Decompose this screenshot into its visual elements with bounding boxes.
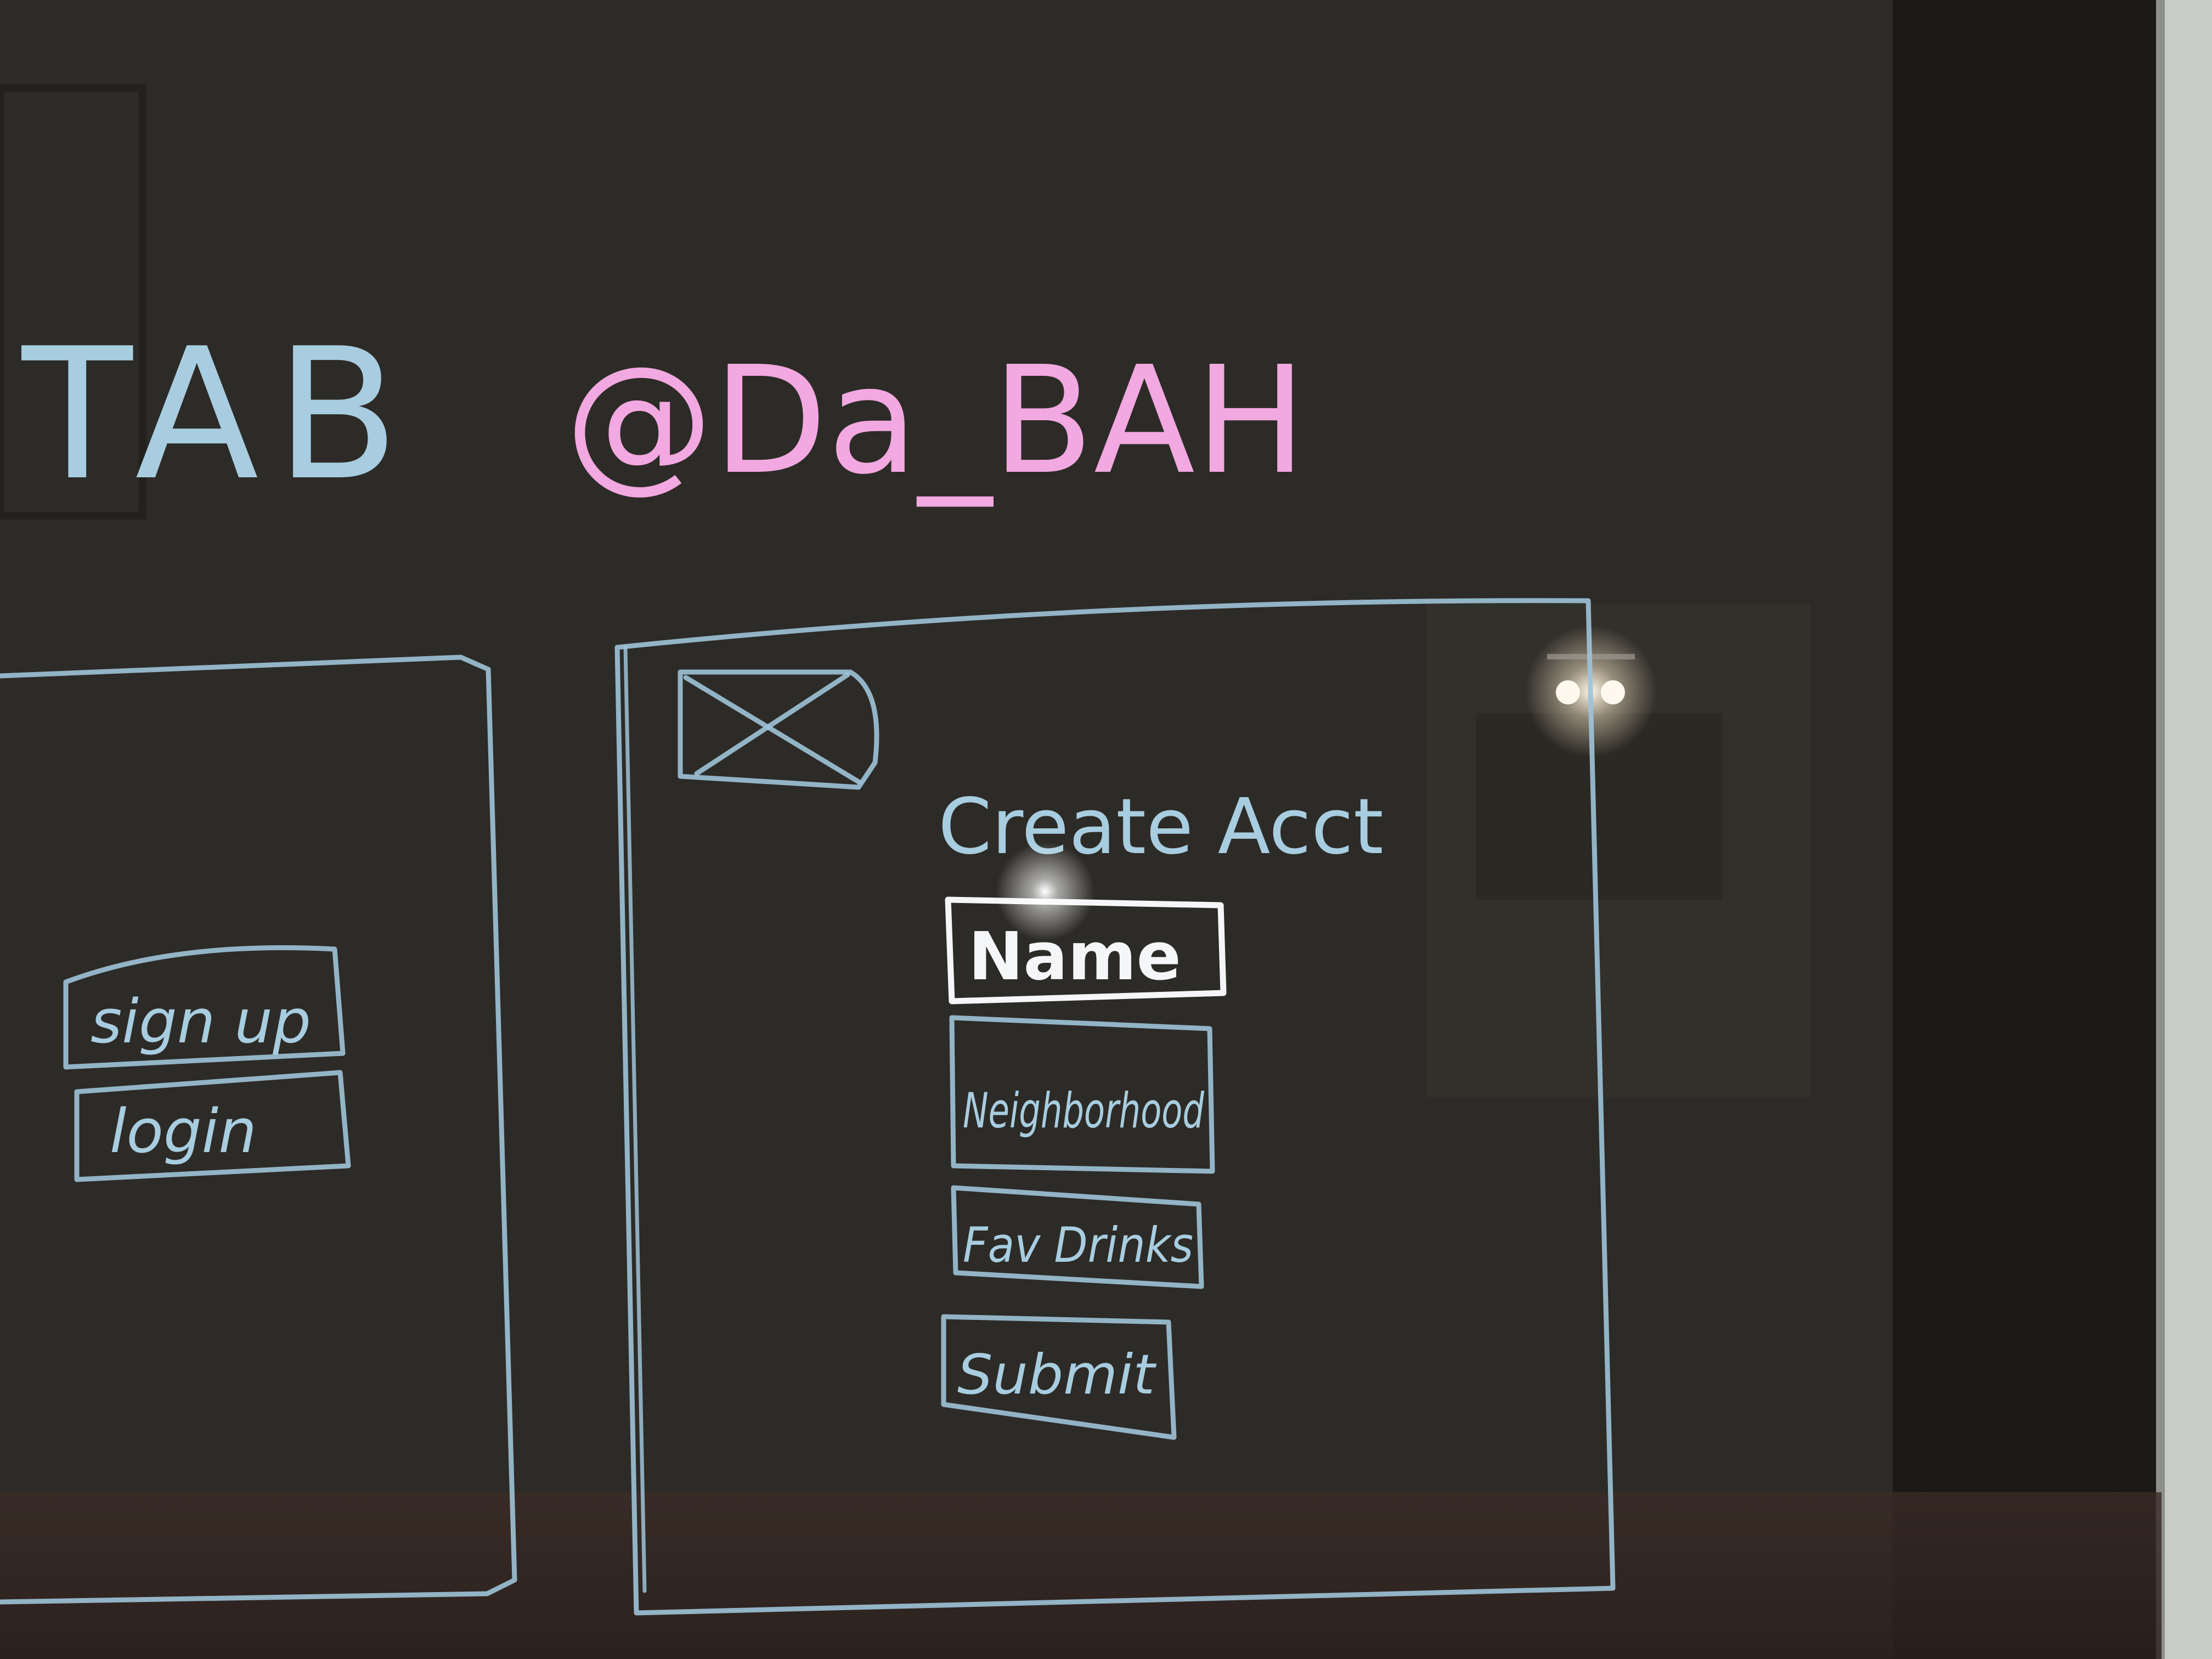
neighborhood-field-label: Neighborhood — [963, 1082, 1205, 1139]
name-field-label: Name — [968, 919, 1181, 995]
create-account-screen-frame — [614, 598, 1616, 1616]
create-account-title: Create Acct — [938, 782, 1384, 872]
lamp-bulb-right — [1601, 680, 1625, 704]
neighborhood-field[interactable]: Neighborhood — [949, 1015, 1215, 1174]
login-button[interactable]: login — [74, 1070, 351, 1182]
window-frame-shadow — [2156, 0, 2165, 1659]
lamp-bulb-left — [1556, 680, 1580, 704]
window-frame-edge — [2156, 0, 2212, 1659]
reflected-floor — [0, 1492, 2162, 1659]
window-mullion — [0, 84, 146, 520]
light-glare — [996, 842, 1094, 941]
image-placeholder-icon — [678, 669, 879, 790]
name-field[interactable]: Name — [945, 896, 1227, 1005]
fav-drinks-field-label: Fav Drinks — [963, 1217, 1193, 1273]
handle-text: @Da_BAH — [565, 334, 1306, 509]
login-button-label: login — [110, 1096, 257, 1166]
submit-button-label: Submit — [957, 1342, 1157, 1407]
dark-right-panel — [1893, 0, 2167, 1659]
app-title: TAB — [19, 309, 416, 520]
landing-screen-frame — [0, 654, 517, 1605]
signup-button[interactable]: sign up — [63, 945, 346, 1070]
fav-drinks-field[interactable]: Fav Drinks — [951, 1185, 1204, 1289]
frame-divider — [623, 645, 647, 1593]
submit-button[interactable]: Submit — [941, 1314, 1177, 1440]
signup-button-label: sign up — [91, 986, 311, 1057]
